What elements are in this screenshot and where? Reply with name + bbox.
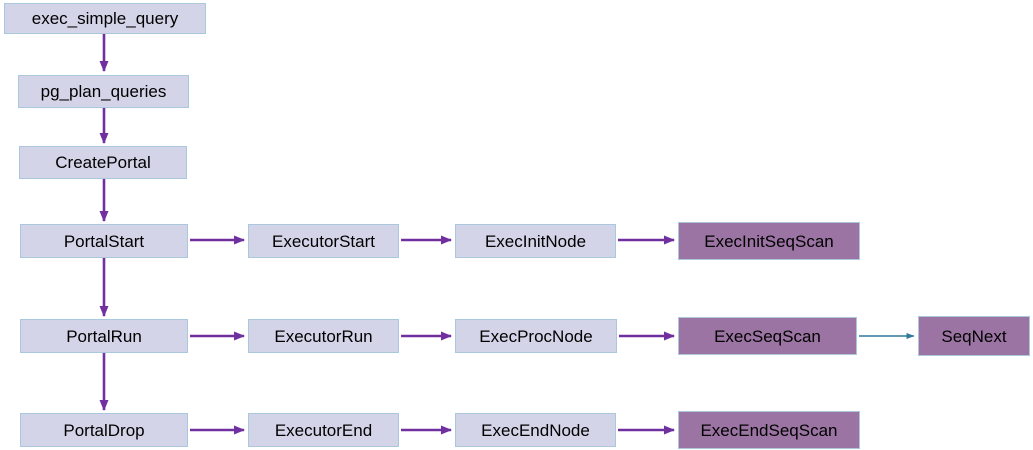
node-label: exec_simple_query <box>31 9 179 28</box>
node-label: ExecEndSeqScan <box>700 420 838 440</box>
node-label: pg_plan_queries <box>40 82 167 101</box>
node-label: ExecutorStart <box>272 231 375 251</box>
node-exec-proc-node: ExecProcNode <box>455 319 617 353</box>
node-exec-end-seq-scan: ExecEndSeqScan <box>678 411 860 449</box>
node-executor-start: ExecutorStart <box>248 224 399 258</box>
node-label: SeqNext <box>941 326 1007 346</box>
node-exec-simple-query: exec_simple_query <box>4 3 206 34</box>
node-label: PortalDrop <box>63 420 145 440</box>
node-exec-init-seq-scan: ExecInitSeqScan <box>678 222 860 260</box>
node-label: ExecInitSeqScan <box>704 231 834 251</box>
node-label: ExecutorEnd <box>274 420 373 440</box>
node-label: PortalRun <box>66 326 142 346</box>
node-exec-seq-scan: ExecSeqScan <box>678 317 857 355</box>
node-executor-end: ExecutorEnd <box>248 413 399 447</box>
node-label: ExecEndNode <box>481 420 590 440</box>
node-executor-run: ExecutorRun <box>248 319 399 353</box>
node-portal-start: PortalStart <box>20 224 188 258</box>
node-exec-end-node: ExecEndNode <box>455 413 616 447</box>
node-label: ExecSeqScan <box>714 326 821 346</box>
node-seq-next: SeqNext <box>918 316 1030 356</box>
node-create-portal: CreatePortal <box>19 146 187 179</box>
node-label: CreatePortal <box>55 153 151 172</box>
node-portal-run: PortalRun <box>20 319 188 353</box>
node-label: PortalStart <box>63 231 145 251</box>
node-exec-init-node: ExecInitNode <box>455 224 616 258</box>
node-label: ExecutorRun <box>274 326 373 346</box>
node-label: ExecInitNode <box>484 231 587 251</box>
node-pg-plan-queries: pg_plan_queries <box>18 75 189 108</box>
node-label: ExecProcNode <box>479 326 593 346</box>
node-portal-drop: PortalDrop <box>20 413 188 447</box>
